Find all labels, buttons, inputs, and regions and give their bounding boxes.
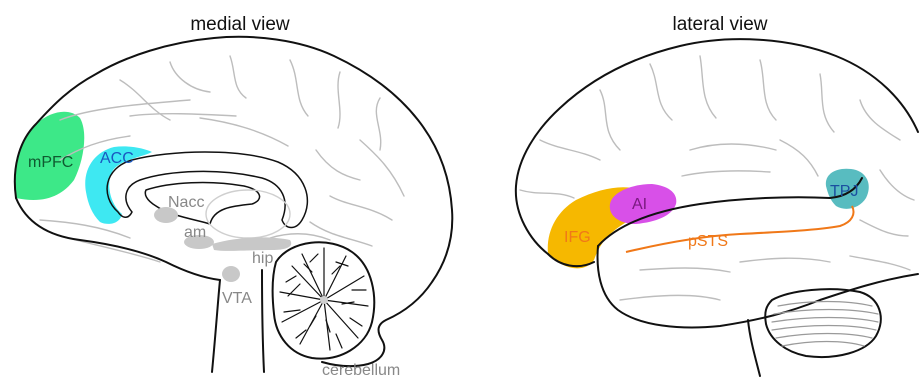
medial-view-panel: medial view <box>15 14 452 378</box>
thalamus <box>206 190 290 238</box>
acc-label: ACC <box>100 150 134 167</box>
am-label: am <box>184 224 206 241</box>
mpfc-label: mPFC <box>28 154 73 171</box>
cerebellum-label: cerebellum <box>322 362 400 378</box>
corpus-callosum <box>107 152 307 228</box>
lateral-view-panel: lateral view <box>516 14 918 376</box>
ai-label: AI <box>632 196 647 213</box>
lateral-brainstem <box>748 320 760 376</box>
tpj-label: TPJ <box>830 183 858 200</box>
medial-view-title: medial view <box>190 14 290 35</box>
hip-label: hip <box>252 250 273 267</box>
vta-label: VTA <box>222 290 252 307</box>
vta-region <box>222 266 240 282</box>
hippocampus-region <box>212 237 291 251</box>
temporal-lobe-outline <box>598 246 918 327</box>
nacc-label: Nacc <box>168 194 204 211</box>
brainstem-front <box>262 270 264 372</box>
cerebellum <box>273 242 375 358</box>
psts-label: pSTS <box>688 233 728 250</box>
brainstem <box>212 280 220 372</box>
subcortical-structures <box>154 207 291 282</box>
medial-cortex-outline <box>15 37 452 366</box>
ifg-label: IFG <box>564 229 591 246</box>
lateral-view-title: lateral view <box>672 14 767 35</box>
